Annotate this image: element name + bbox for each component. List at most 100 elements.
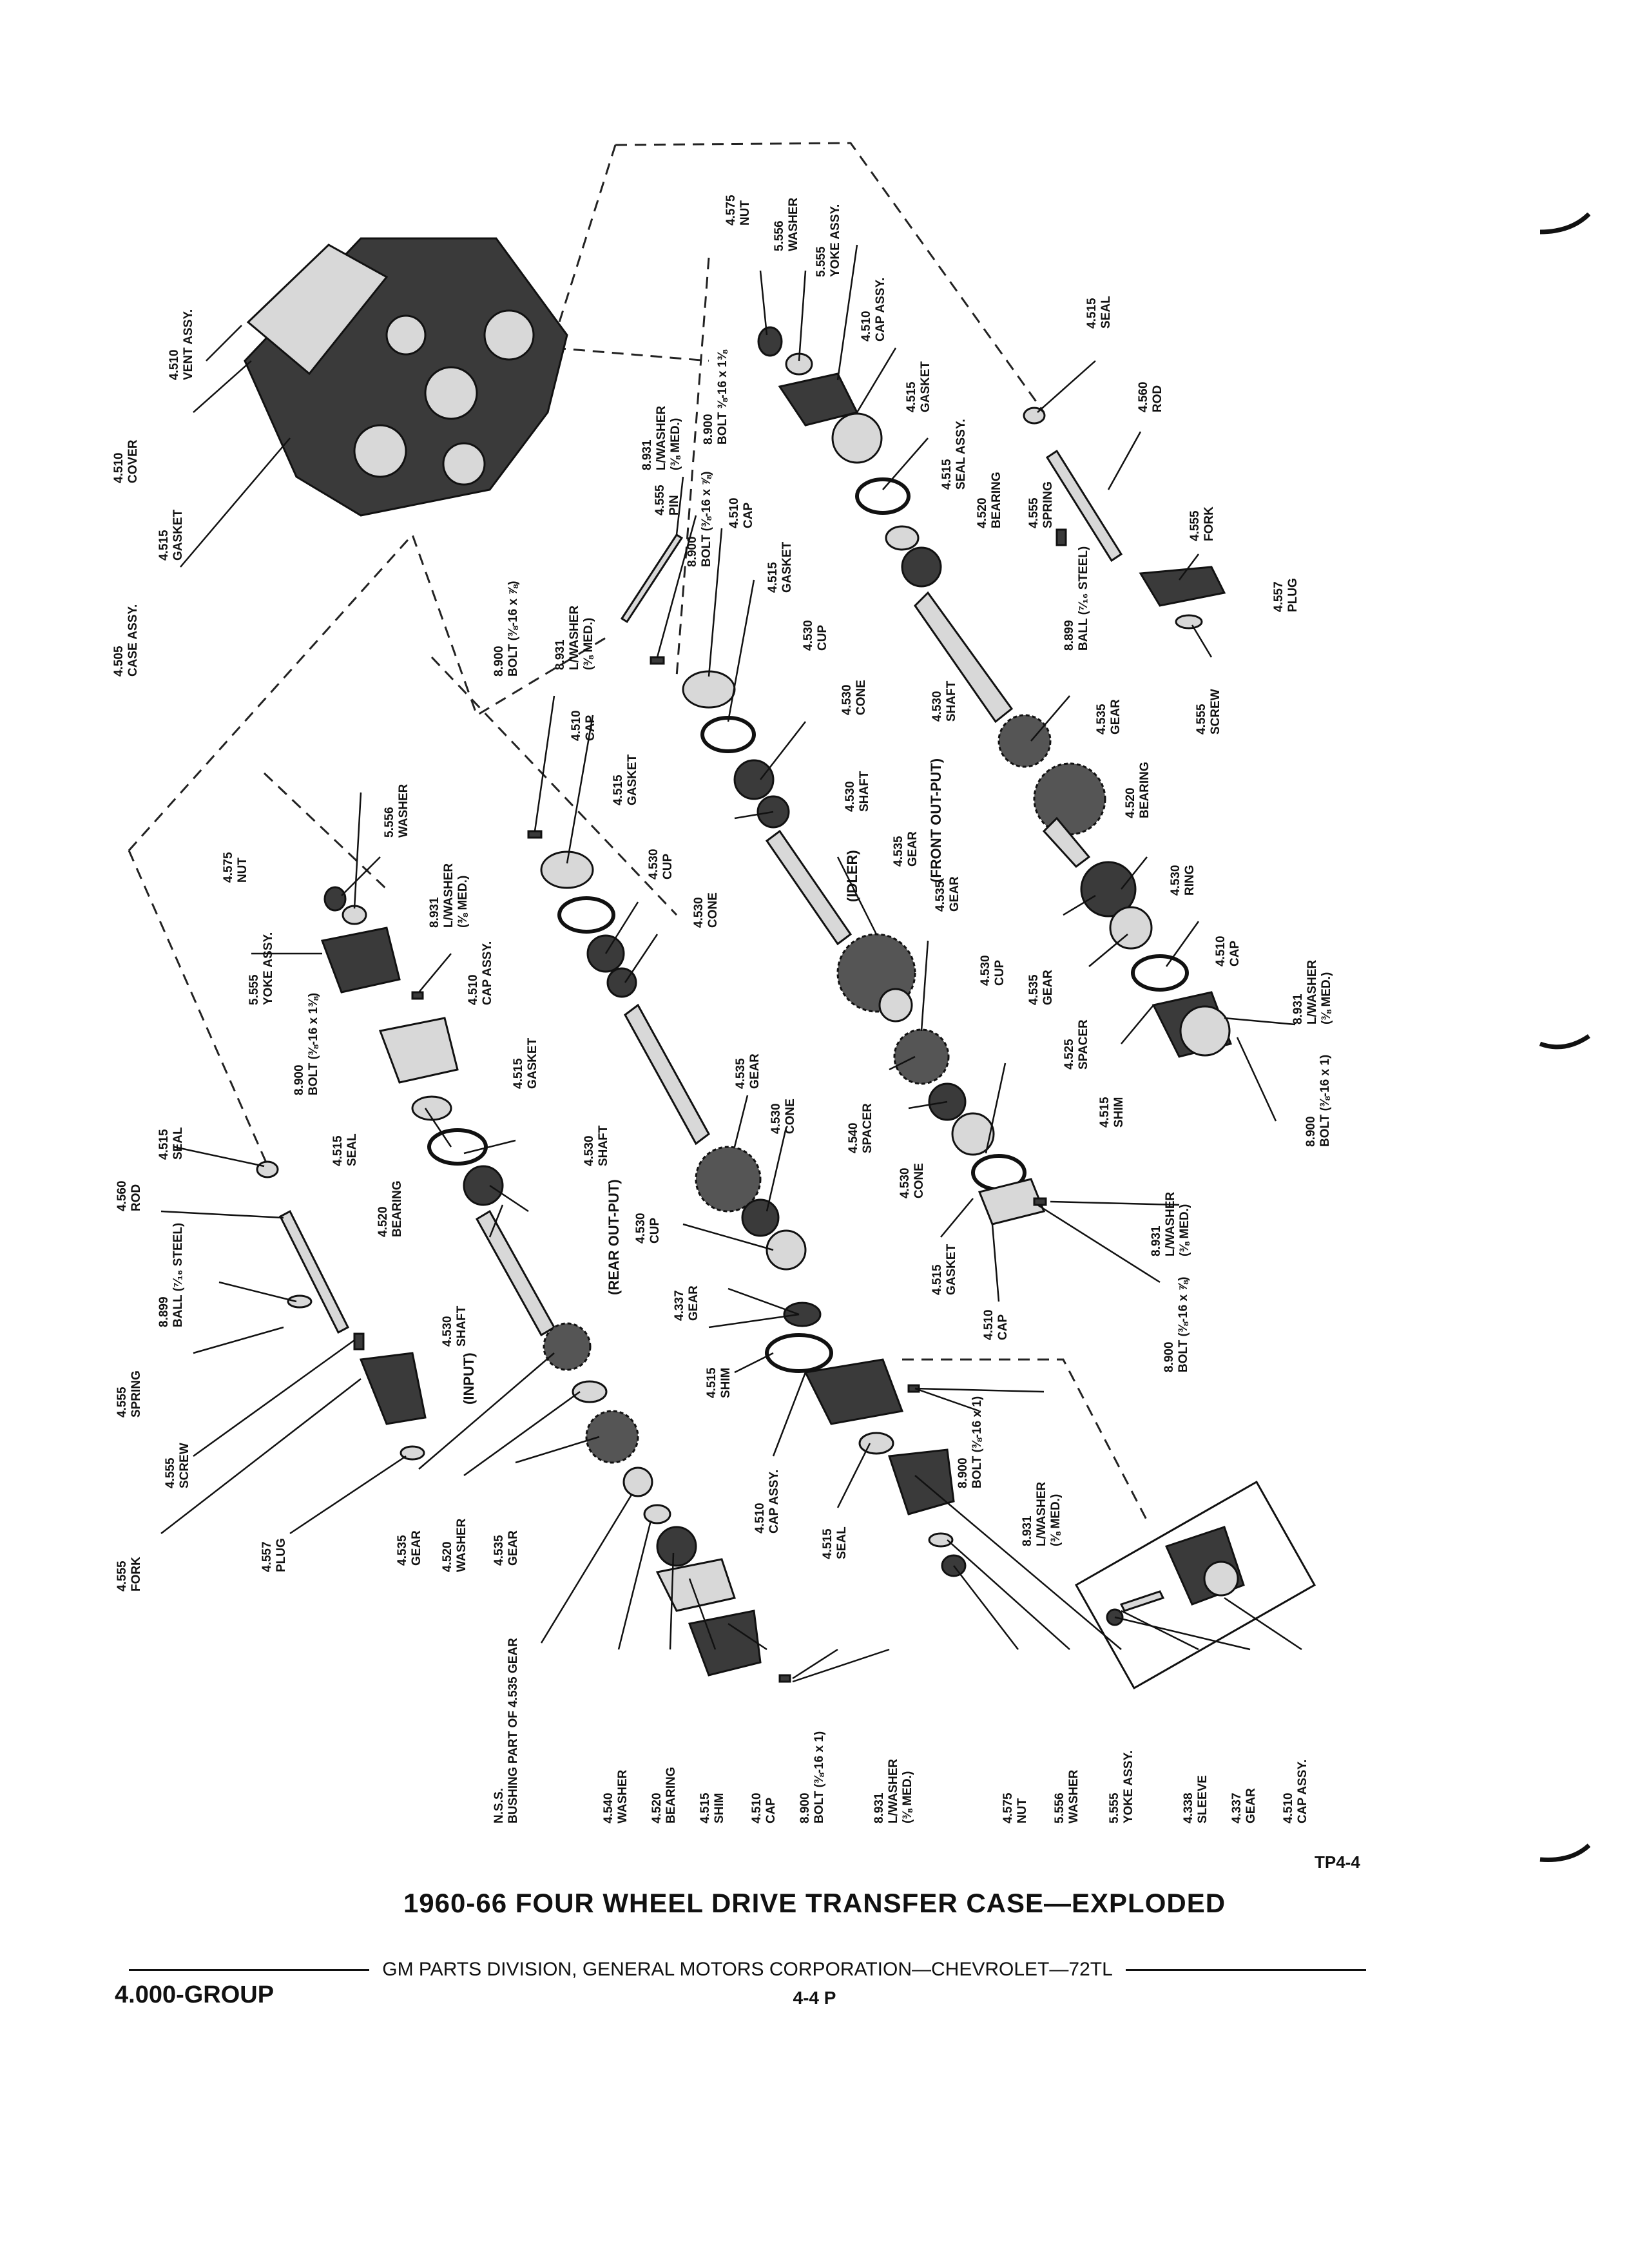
part-label: 4.337GEAR: [673, 1285, 700, 1321]
part-description: GASKET: [780, 541, 794, 593]
part-description: SHIM: [1112, 1097, 1126, 1128]
part-number: 4.510: [860, 311, 873, 341]
input-label: (INPUT): [461, 1352, 477, 1405]
part-description: SPRING: [130, 1370, 143, 1418]
part-description: GASKET: [171, 509, 185, 561]
part-description: L/WASHER: [1035, 1481, 1048, 1546]
part-description: BOLT (⅜-16 x ⅞): [700, 471, 713, 567]
part-description: CAP: [1228, 941, 1242, 966]
part-number: 4.515: [1085, 298, 1099, 329]
part-label: 4.555FORK: [115, 1557, 143, 1591]
part-label: 4.530SHAFT: [583, 1125, 610, 1166]
part-number: 4.520: [1124, 787, 1137, 818]
part-label: 8.900BOLT (⅜-16 x ⅞): [686, 471, 713, 567]
figure-code: TP4-4: [1315, 1852, 1360, 1872]
part-description: SEAL: [171, 1127, 185, 1160]
part-label: 8.900BOLT (⅜-16 x 1): [798, 1731, 826, 1823]
part-description: PIN: [668, 495, 681, 515]
part-description: SHAFT: [945, 680, 958, 722]
part-number: 4.575: [222, 852, 235, 883]
part-number: 4.515: [512, 1058, 525, 1089]
part-number: 4.515: [699, 1792, 712, 1823]
part-number: 4.515: [331, 1135, 345, 1166]
part-description: SLEEVE: [1196, 1775, 1210, 1823]
part-label: 8.900BOLT (⅜-16 x ⅞): [1162, 1276, 1190, 1372]
part-number: 4.555: [115, 1387, 129, 1418]
part-description: CUP: [816, 625, 829, 651]
part-number: 4.530: [840, 684, 854, 715]
part-number: 4.515: [157, 530, 171, 561]
part-label: 4.555SPRING: [1027, 481, 1055, 528]
part-number: 5.555: [815, 246, 828, 277]
part-label: 4.520BEARING: [1124, 762, 1152, 818]
part-number: 4.557: [260, 1541, 274, 1572]
part-description: BEARING: [990, 472, 1003, 528]
part-number: 8.931: [1150, 1225, 1163, 1256]
part-label: 4.515GASKET: [157, 509, 185, 561]
part-description: PLUG: [1286, 578, 1300, 612]
part-label: 4.557PLUG: [1272, 578, 1300, 612]
part-number: 4.515: [940, 459, 954, 490]
part-label: 4.575NUT: [724, 195, 752, 226]
part-number: 4.535: [934, 881, 947, 912]
part-number: 4.540: [847, 1122, 860, 1153]
part-label: 4.515GASKET: [512, 1037, 539, 1089]
part-number: 8.931: [554, 639, 567, 670]
part-description: (⅜ MED.): [582, 618, 595, 670]
part-description: BOLT ⅜-16 x 1⅜: [716, 349, 729, 445]
part-label: 4.535GEAR: [1095, 699, 1123, 735]
part-description: CUP: [648, 1218, 662, 1244]
part-number: 8.931: [1291, 994, 1305, 1024]
part-description: ROD: [1151, 385, 1164, 412]
part-description: ROD: [130, 1184, 143, 1211]
part-number: 4.515: [1098, 1097, 1112, 1128]
part-label: 8.931L/WASHER(⅜ MED.): [1291, 959, 1333, 1024]
part-number: 4.510: [570, 710, 583, 741]
part-description: BEARING: [664, 1767, 678, 1823]
part-label: 4.510CAP: [750, 1792, 778, 1823]
footer-publisher-row: GM PARTS DIVISION, GENERAL MOTORS CORPOR…: [129, 1959, 1366, 1981]
part-number: 4.520: [650, 1792, 664, 1823]
part-label: 4.535GEAR: [934, 876, 961, 912]
part-description: WASHER: [616, 1769, 630, 1823]
part-description: BOLT (⅜-16 x ⅞): [1177, 1276, 1190, 1372]
part-label: 4.555SCREW: [1195, 689, 1222, 735]
part-number: 8.900: [293, 1064, 306, 1095]
part-number: 8.931: [1021, 1515, 1034, 1546]
part-description: CAP: [584, 715, 597, 741]
part-description: NUT: [738, 200, 752, 226]
part-number: 4.510: [467, 974, 480, 1005]
rear-yoke-parts: [320, 886, 791, 1683]
part-label: 4.515SEAL: [157, 1127, 185, 1160]
part-number: 4.530: [1169, 865, 1182, 896]
part-description: YOKE ASSY.: [829, 204, 842, 277]
part-label: 4.338SLEEVE: [1182, 1775, 1210, 1823]
part-label: 4.515GASKET: [930, 1244, 958, 1295]
part-description: NUT: [236, 858, 249, 883]
part-number: 4.515: [905, 381, 918, 412]
part-description: SHAFT: [455, 1305, 468, 1347]
part-label: 8.900BOLT (⅜-16 x 1): [1304, 1055, 1332, 1147]
part-description: BOLT (⅜-16 x 1): [970, 1396, 984, 1488]
part-number: 4.535: [1027, 974, 1041, 1005]
part-label: 4.520BEARING: [976, 472, 1003, 528]
part-description: FORK: [130, 1557, 143, 1591]
part-description: WASHER: [1067, 1769, 1081, 1823]
part-label: 8.899BALL (⁷⁄₁₆ STEEL): [157, 1223, 185, 1327]
part-description: SCREW: [1209, 689, 1222, 735]
part-description: CAP ASSY.: [481, 941, 494, 1005]
part-label: 4.555SCREW: [164, 1443, 191, 1488]
part-number: 4.515: [705, 1367, 718, 1398]
footer-rule-right: [1125, 1968, 1366, 1971]
part-number: 4.515: [612, 774, 625, 805]
part-label: 8.900BOLT (⅜-16 x ⅞): [492, 581, 520, 677]
part-number: 8.900: [686, 536, 699, 567]
part-label: 4.560ROD: [115, 1180, 143, 1211]
part-number: 4.535: [492, 1535, 506, 1566]
part-label: 5.555YOKE ASSY.: [815, 204, 842, 277]
part-label: 4.575NUT: [222, 852, 249, 883]
part-number: 4.510: [750, 1792, 764, 1823]
part-label: 4.530CUP: [634, 1213, 662, 1244]
part-number: 4.510: [1214, 936, 1228, 966]
part-description: GEAR: [687, 1285, 700, 1321]
